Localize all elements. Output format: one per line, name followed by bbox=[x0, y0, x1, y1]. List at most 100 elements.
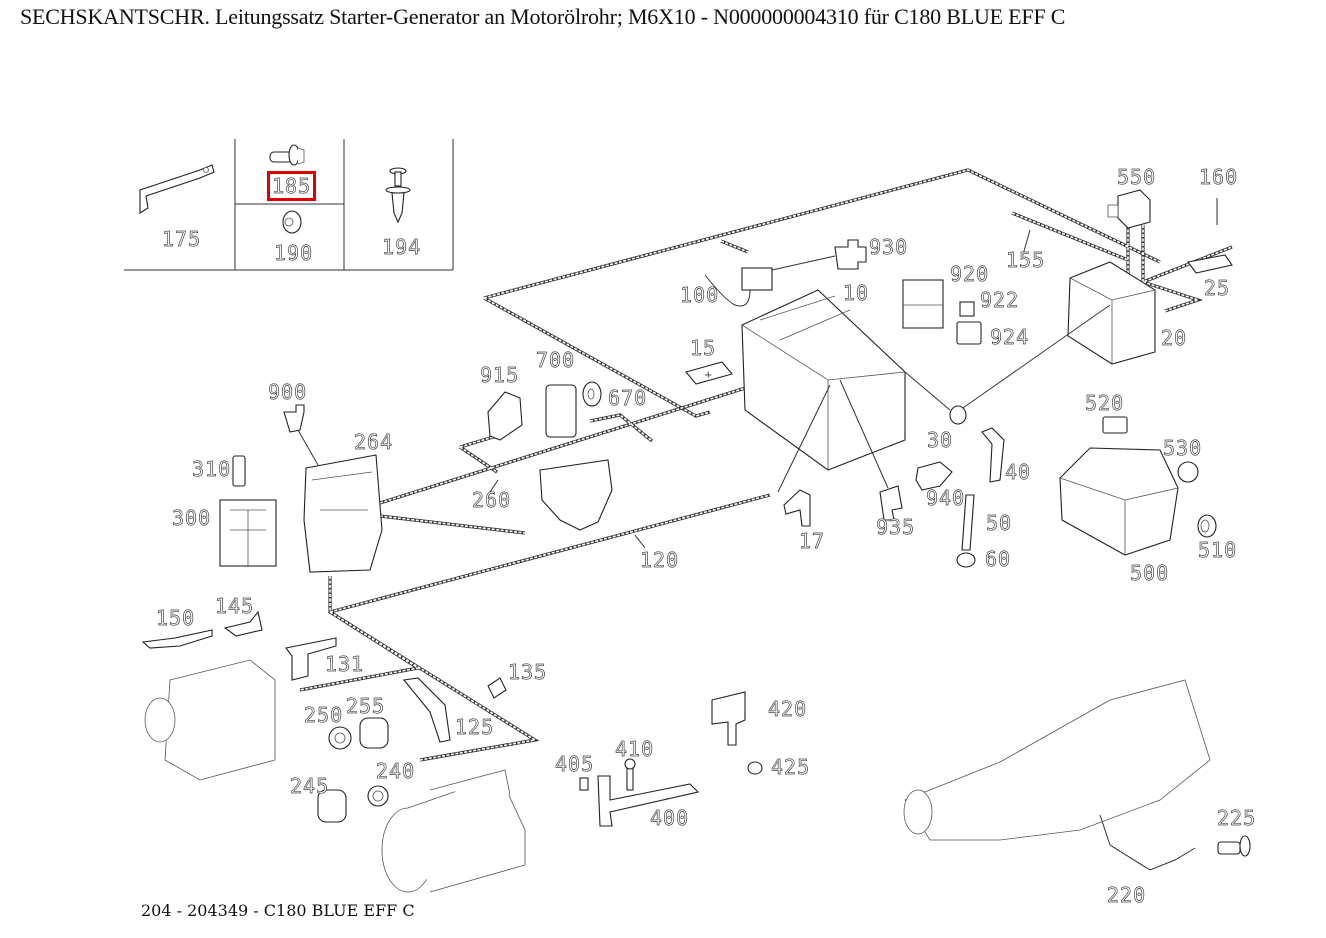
part-405-clip[interactable] bbox=[579, 777, 589, 791]
callout-510[interactable]: 510 bbox=[1198, 538, 1238, 562]
part-190-clip-nut[interactable] bbox=[282, 210, 302, 234]
part-135-clip[interactable] bbox=[487, 677, 507, 699]
part-175-bracket[interactable] bbox=[139, 164, 215, 214]
callout-924[interactable]: 924 bbox=[990, 325, 1030, 349]
part-670-grommet[interactable] bbox=[582, 381, 602, 407]
callout-255[interactable]: 255 bbox=[346, 694, 386, 718]
callout-17[interactable]: 17 bbox=[799, 529, 826, 553]
part-194-push-rivet[interactable] bbox=[385, 167, 411, 224]
callout-160[interactable]: 160 bbox=[1199, 165, 1239, 189]
callout-920[interactable]: 920 bbox=[950, 262, 990, 286]
wiring-harness-260[interactable] bbox=[379, 365, 813, 535]
part-245-bushing[interactable] bbox=[317, 789, 347, 823]
wiring-harness-120[interactable] bbox=[299, 493, 771, 762]
callout-10[interactable]: 10 bbox=[843, 281, 870, 305]
part-420-bracket[interactable] bbox=[711, 691, 746, 746]
callout-40[interactable]: 40 bbox=[1005, 460, 1032, 484]
callout-245[interactable]: 245 bbox=[290, 774, 330, 798]
callout-900[interactable]: 900 bbox=[268, 380, 308, 404]
callout-15[interactable]: 15 bbox=[690, 336, 717, 360]
callout-220[interactable]: 220 bbox=[1107, 883, 1147, 907]
part-264-control-unit[interactable] bbox=[303, 454, 383, 573]
callout-135[interactable]: 135 bbox=[508, 660, 548, 684]
callout-120[interactable]: 120 bbox=[640, 548, 680, 572]
callout-100[interactable]: 100 bbox=[680, 283, 720, 307]
callout-175[interactable]: 175 bbox=[162, 227, 202, 251]
callout-410[interactable]: 410 bbox=[615, 737, 655, 761]
part-20-auxiliary-battery[interactable] bbox=[959, 261, 1156, 411]
part-915-connector[interactable] bbox=[487, 391, 523, 441]
engine-transmission-assembly[interactable] bbox=[903, 679, 1211, 841]
callout-935[interactable]: 935 bbox=[876, 515, 916, 539]
callout-550[interactable]: 550 bbox=[1117, 165, 1157, 189]
part-900-label[interactable] bbox=[283, 404, 319, 466]
part-225-hollow-screw[interactable] bbox=[1217, 835, 1251, 857]
callout-420[interactable]: 420 bbox=[768, 697, 808, 721]
callout-190[interactable]: 190 bbox=[274, 241, 314, 265]
part-50-vent-hose[interactable] bbox=[961, 494, 975, 551]
part-250-nut[interactable] bbox=[328, 726, 352, 750]
part-145-bracket[interactable] bbox=[223, 610, 263, 637]
starter-generator[interactable] bbox=[144, 659, 276, 781]
callout-150[interactable]: 150 bbox=[156, 606, 196, 630]
part-700-relay[interactable] bbox=[545, 384, 577, 438]
part-500-prefuse-box[interactable] bbox=[1059, 447, 1179, 556]
part-150-bracket[interactable] bbox=[141, 629, 213, 649]
part-131-bracket[interactable] bbox=[285, 637, 337, 681]
part-924-relay[interactable] bbox=[956, 321, 982, 345]
callout-185-selected[interactable]: 185 bbox=[266, 171, 317, 201]
callout-400[interactable]: 400 bbox=[650, 806, 690, 830]
callout-250[interactable]: 250 bbox=[304, 703, 344, 727]
callout-700[interactable]: 700 bbox=[536, 348, 576, 372]
callout-260[interactable]: 260 bbox=[472, 488, 512, 512]
part-935-label[interactable] bbox=[839, 379, 903, 521]
part-920-bracket[interactable] bbox=[902, 279, 944, 329]
part-185-hex-screw[interactable] bbox=[269, 144, 305, 166]
part-550-relay[interactable] bbox=[1107, 189, 1151, 229]
callout-125[interactable]: 125 bbox=[455, 715, 495, 739]
part-15-terminal-cover[interactable]: + bbox=[685, 361, 733, 385]
part-30-grommet[interactable] bbox=[904, 371, 967, 425]
callout-30[interactable]: 30 bbox=[927, 428, 954, 452]
part-240-nut[interactable] bbox=[367, 785, 389, 807]
part-60-plug[interactable] bbox=[956, 552, 976, 568]
callout-405[interactable]: 405 bbox=[555, 752, 595, 776]
part-17-clip[interactable] bbox=[777, 384, 831, 527]
callout-50[interactable]: 50 bbox=[986, 511, 1013, 535]
part-510-grommet[interactable] bbox=[1197, 514, 1217, 538]
part-530-cap[interactable] bbox=[1177, 461, 1199, 483]
part-10-battery[interactable] bbox=[741, 289, 906, 471]
callout-194[interactable]: 194 bbox=[382, 235, 422, 259]
callout-225[interactable]: 225 bbox=[1217, 806, 1257, 830]
part-410-bolt[interactable] bbox=[624, 758, 636, 791]
part-425-nut[interactable] bbox=[747, 761, 763, 775]
callout-25[interactable]: 25 bbox=[1204, 276, 1231, 300]
part-255-bushing[interactable] bbox=[359, 717, 389, 749]
part-125-bracket[interactable] bbox=[402, 677, 451, 743]
callout-520[interactable]: 520 bbox=[1085, 391, 1125, 415]
callout-425[interactable]: 425 bbox=[771, 755, 811, 779]
callout-60[interactable]: 60 bbox=[985, 547, 1012, 571]
part-400-bracket[interactable] bbox=[597, 775, 700, 827]
callout-670[interactable]: 670 bbox=[608, 386, 648, 410]
callout-155[interactable]: 155 bbox=[1006, 248, 1046, 272]
part-310-stud[interactable] bbox=[232, 455, 246, 487]
callout-940[interactable]: 940 bbox=[926, 486, 966, 510]
part-25-fuse-holder[interactable] bbox=[1187, 254, 1233, 274]
callout-131[interactable]: 131 bbox=[325, 652, 365, 676]
part-40-vent-elbow[interactable] bbox=[981, 427, 1005, 483]
callout-20[interactable]: 20 bbox=[1161, 326, 1188, 350]
part-930-label[interactable] bbox=[834, 239, 867, 270]
part-940-bracket[interactable] bbox=[915, 461, 953, 491]
callout-240[interactable]: 240 bbox=[376, 759, 416, 783]
part-520-cover[interactable] bbox=[1102, 416, 1128, 434]
module-housing[interactable] bbox=[539, 459, 613, 531]
callout-264[interactable]: 264 bbox=[354, 430, 394, 454]
starter-motor[interactable] bbox=[381, 769, 526, 893]
part-100-battery-cable[interactable] bbox=[704, 255, 836, 307]
callout-145[interactable]: 145 bbox=[215, 594, 255, 618]
callout-310[interactable]: 310 bbox=[192, 457, 232, 481]
callout-930[interactable]: 930 bbox=[869, 235, 909, 259]
callout-922[interactable]: 922 bbox=[980, 288, 1020, 312]
callout-915[interactable]: 915 bbox=[480, 363, 520, 387]
